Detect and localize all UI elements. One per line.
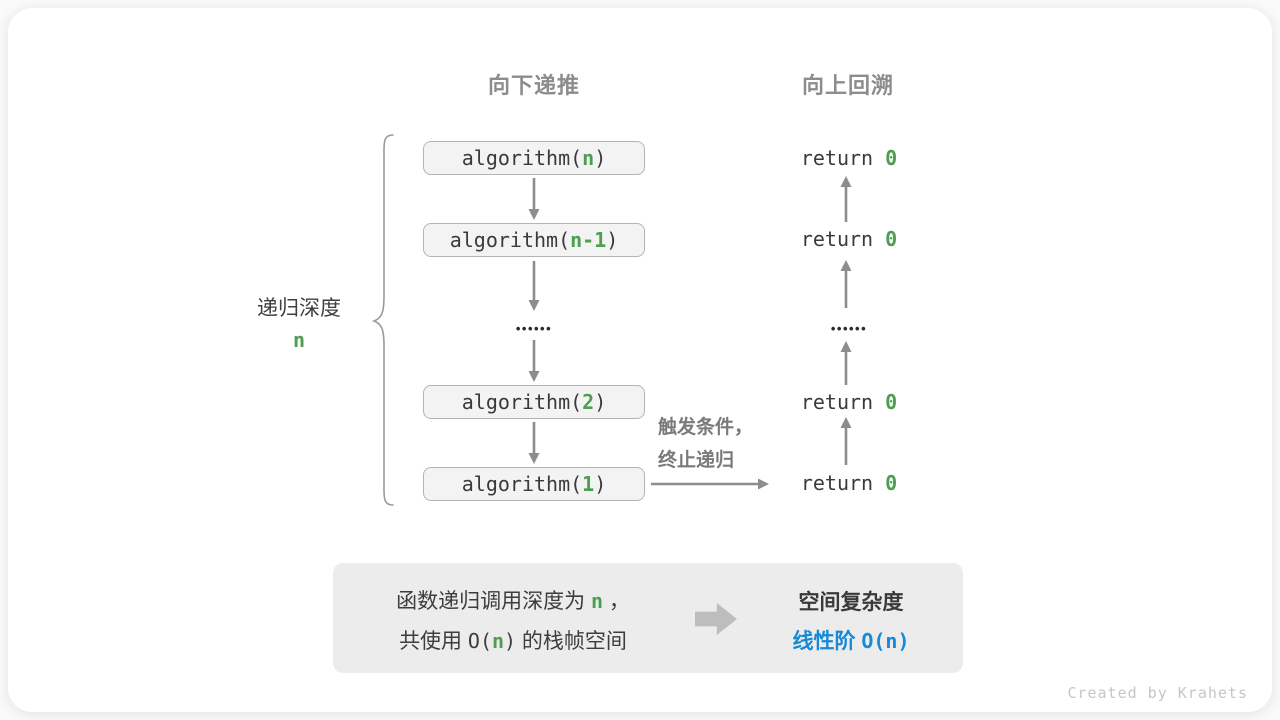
summary-box: 函数递归调用深度为 n ， 共使用 O(n) 的栈帧空间 空间复杂度 线性阶 O… — [333, 563, 963, 673]
ellipsis-dots-right: •••••• — [830, 321, 868, 336]
code-text: algorithm(2) — [461, 390, 607, 414]
arrow-up-icon — [840, 417, 852, 465]
algorithm-box-1: algorithm(1) — [423, 467, 645, 501]
arrow-down-icon — [528, 261, 540, 311]
code-text: return 0 — [800, 471, 898, 495]
return-statement: return 0 — [759, 146, 939, 170]
space-complexity-value: 线性阶 O(n) — [792, 629, 910, 653]
algorithm-box-2: algorithm(2) — [423, 385, 645, 419]
arrow-down-icon — [528, 178, 540, 220]
arrow-up-icon — [840, 176, 852, 222]
algorithm-box-n: algorithm(n) — [423, 141, 645, 175]
arrow-up-icon — [840, 341, 852, 385]
code-text: algorithm(1) — [461, 472, 607, 496]
summary-line1: 函数递归调用深度为 n ， — [396, 589, 630, 613]
diagram-card: 向下递推 向上回溯 递归深度 n algorithm(n) algorithm(… — [8, 8, 1272, 712]
header-upward-backtrack: 向上回溯 — [801, 73, 894, 98]
trigger-note-line2: 终止递归 — [658, 450, 735, 471]
code-text: return 0 — [800, 146, 898, 170]
return-statement: return 0 — [759, 390, 939, 414]
depth-brace — [371, 134, 394, 506]
code-text: algorithm(n-1) — [449, 228, 619, 252]
trigger-note-line1: 触发条件， — [658, 417, 754, 438]
code-text: algorithm(n) — [461, 146, 607, 170]
return-statement: return 0 — [759, 227, 939, 251]
code-text: return 0 — [800, 227, 898, 251]
depth-variable: n — [292, 328, 306, 352]
arrow-right-icon — [651, 478, 769, 490]
arrow-down-icon — [528, 340, 540, 382]
credit-text: Created by Krahets — [1067, 684, 1248, 702]
algorithm-box-n-1: algorithm(n-1) — [423, 223, 645, 257]
ellipsis-dots-left: •••••• — [515, 321, 553, 336]
depth-label: 递归深度 — [257, 297, 341, 320]
space-complexity-title: 空间复杂度 — [798, 591, 904, 614]
summary-line2: 共使用 O(n) 的栈帧空间 — [399, 629, 627, 653]
header-downward-recursion: 向下递推 — [487, 73, 580, 98]
arrow-down-icon — [528, 422, 540, 464]
code-text: return 0 — [800, 390, 898, 414]
trigger-note: 触发条件， 终止递归 — [658, 411, 778, 477]
return-statement: return 0 — [759, 471, 939, 495]
arrow-up-icon — [840, 260, 852, 308]
implies-arrow-icon — [695, 603, 737, 635]
